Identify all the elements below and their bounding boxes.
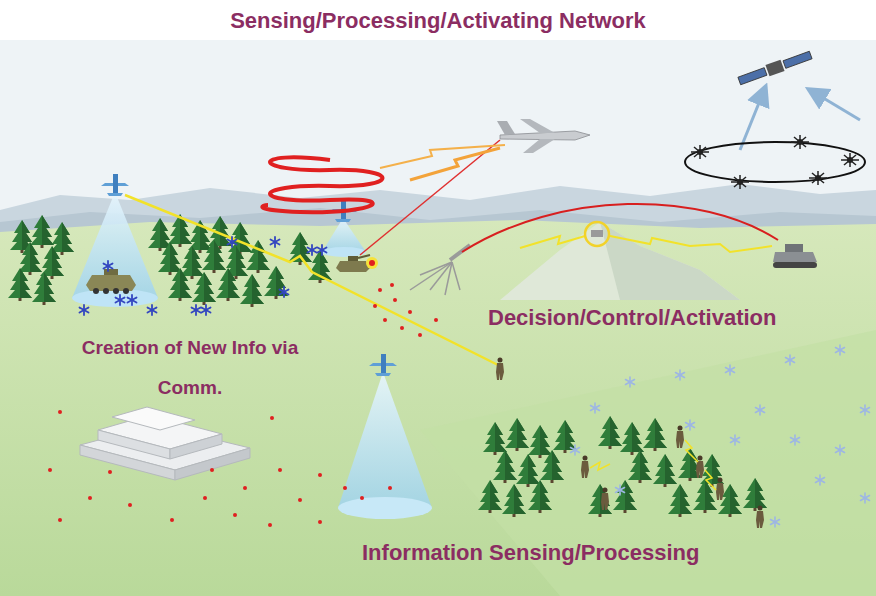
sensing-label: Information Sensing/Processing	[362, 540, 699, 566]
creation-label: Creation of New Info via Comm.	[58, 328, 322, 408]
decision-label: Decision/Control/Activation	[488, 305, 776, 331]
diagram-title: Sensing/Processing/Activating Network	[230, 8, 646, 34]
